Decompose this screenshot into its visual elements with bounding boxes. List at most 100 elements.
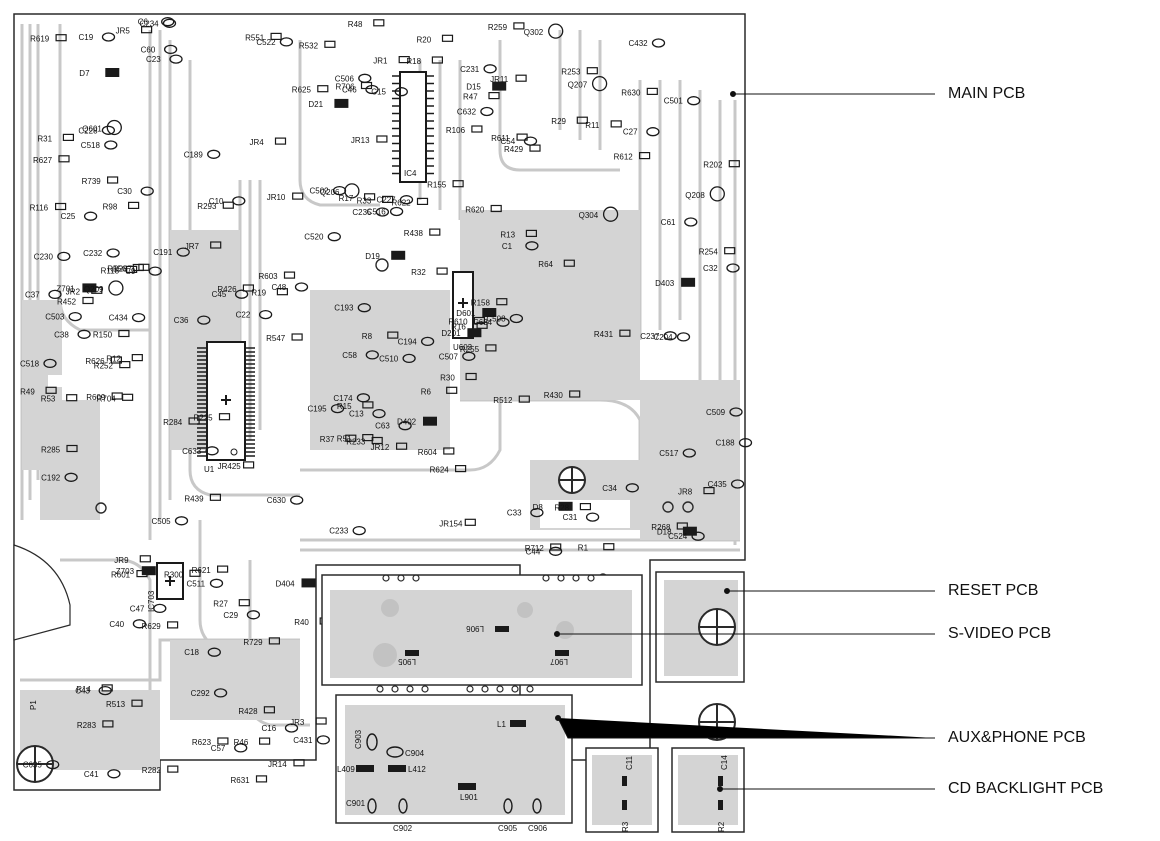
resistor-pad: [496, 298, 508, 306]
component-label: C25: [61, 212, 76, 221]
component-label: R31: [37, 134, 52, 143]
component-label: R532: [299, 41, 319, 50]
resistor-pad: [364, 193, 376, 201]
component-label: C235: [352, 208, 372, 217]
label-l412: L412: [408, 765, 426, 774]
diode-pad: [301, 578, 316, 588]
resistor-pad: [118, 329, 130, 338]
capacitor-pad: [205, 446, 219, 456]
component-label: R98: [103, 202, 118, 211]
component-label: JR154: [439, 519, 463, 528]
callout-svideo-pcb: S-VIDEO PCB: [948, 625, 1052, 642]
component-label: D18: [657, 528, 672, 537]
component-label: C10: [209, 197, 224, 206]
capacitor-pad: [509, 313, 524, 324]
component-label: C40: [109, 620, 124, 629]
callout-cd-backlight-pcb: CD BACKLIGHT PCB: [948, 780, 1104, 797]
component-label: JR3: [290, 718, 305, 727]
ic-u1: [206, 341, 246, 461]
component-label: Z701: [56, 284, 75, 293]
label-c14: C14: [720, 755, 729, 770]
resistor-pad: [66, 444, 78, 453]
transistor-pad: [591, 75, 608, 92]
capacitor-pad: [161, 17, 175, 27]
resistor-pad: [125, 265, 138, 273]
component-label: R622: [392, 198, 412, 207]
component-label: C15: [371, 88, 386, 97]
resistor-pad: [382, 195, 394, 203]
transistor-pad: [108, 280, 124, 296]
label-ic4: IC4: [404, 169, 417, 178]
label-c901: C901: [346, 799, 366, 808]
callout-main-pcb: MAIN PCB: [948, 85, 1026, 102]
resistor-pad: [476, 321, 488, 329]
component-label: C47: [130, 604, 145, 613]
resistor-pad: [465, 372, 477, 381]
capacitor-pad: [548, 546, 563, 556]
capacitor-pad: [43, 358, 57, 369]
component-label: R604: [418, 448, 438, 457]
component-label: C61: [661, 218, 676, 227]
capacitor-pad: [176, 247, 190, 257]
label-l907: L907: [550, 657, 568, 666]
resistor-pad: [676, 522, 688, 530]
capacitor-pad: [246, 610, 261, 620]
capacitor-pad: [420, 336, 435, 347]
capacitor-pad: [372, 408, 386, 419]
capacitor-pad: [496, 317, 510, 327]
component-label: R623: [192, 738, 212, 747]
component-label: C204: [654, 333, 674, 342]
component-label: D7: [79, 69, 90, 78]
label-r2: R2: [717, 821, 726, 832]
component-label: C23: [146, 55, 161, 64]
component-label: C234: [140, 19, 160, 28]
label-p1: P1: [29, 700, 38, 710]
component-label: R611: [491, 134, 510, 143]
component-label: JR425: [218, 462, 242, 471]
resistor-pad: [373, 19, 385, 27]
component-label: Q304: [579, 211, 599, 220]
component-label: C633: [182, 447, 202, 456]
component-label: C292: [191, 689, 211, 698]
capacitor-pad: [162, 18, 177, 28]
capacitor-pad: [132, 619, 147, 629]
component-label: R29: [551, 117, 566, 126]
component-label: R513: [106, 700, 126, 709]
capacitor-pad: [213, 688, 228, 698]
reset-pcb: [655, 571, 745, 683]
component-label: R629: [142, 622, 162, 631]
component-label: C44: [526, 547, 541, 556]
component-label: C635: [23, 761, 43, 770]
capacitor-pad: [651, 38, 666, 48]
resistor-pad: [473, 316, 485, 325]
component-label: R64: [538, 260, 553, 269]
component-label: C192: [41, 473, 61, 482]
component-label: JR4: [250, 138, 265, 147]
ic-u603: [452, 271, 474, 339]
component-label: C13: [349, 410, 364, 419]
component-label: D15: [466, 83, 481, 92]
component-label: R284: [163, 418, 183, 427]
component-label: R624: [430, 466, 450, 475]
component-label: R12: [106, 355, 121, 364]
capacitor-pad: [64, 472, 78, 482]
component-label: R37: [320, 435, 335, 444]
resistor-pad: [324, 40, 336, 48]
resistor-pad: [188, 417, 200, 425]
resistor-pad: [128, 201, 140, 209]
component-label: R254: [699, 248, 719, 257]
resistor-pad: [446, 386, 458, 394]
component-label: R621: [192, 566, 212, 575]
resistor-pad: [139, 555, 151, 563]
component-label: JR5: [116, 27, 131, 36]
component-label: C434: [109, 314, 129, 323]
component-pads: [43, 17, 753, 783]
component-label: C630: [267, 496, 287, 505]
component-label: C522: [256, 38, 276, 47]
component-label: C46: [342, 86, 357, 95]
component-label: C193: [334, 304, 354, 313]
component-label: C31: [563, 513, 578, 522]
resistor-pad: [101, 684, 113, 692]
